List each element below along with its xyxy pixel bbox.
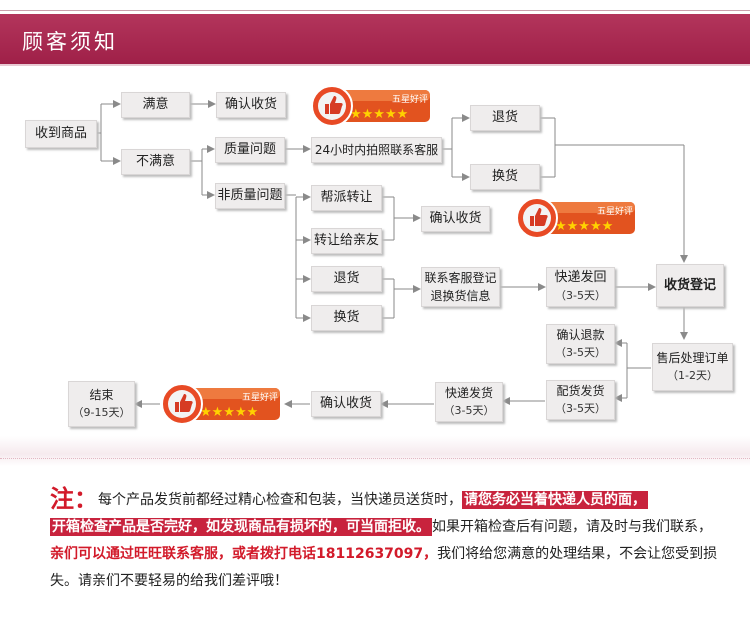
node-end-days: （9-15天）: [72, 406, 131, 419]
five-star-badge-2: 五星好评 ★★★★★: [516, 197, 635, 239]
thumbs-up-icon: [325, 96, 343, 114]
page-title: 顾客须知: [22, 30, 118, 54]
node-confirm-refund-label: 确认退款: [556, 328, 605, 342]
node-quality-issue: 质量问题: [215, 137, 285, 163]
node-after-sale-label: 售后处理订单: [656, 351, 729, 365]
node-express-send: 快递发货 （3-5天）: [435, 382, 503, 422]
header-bottom-line: [0, 64, 750, 66]
header-top-line: [0, 10, 750, 11]
five-star-label-2: 五星好评: [597, 205, 633, 217]
node-confirm-receipt-3: 确认收货: [311, 391, 381, 417]
node-ship-goods-days: （3-5天）: [555, 402, 606, 415]
five-star-badge-3: 五星好评 ★★★★★: [161, 383, 280, 425]
dotted-divider: [0, 458, 750, 461]
node-refund: 退货: [470, 105, 540, 131]
node-quality-issue-label: 质量问题: [223, 142, 276, 157]
header-bar: [0, 14, 750, 64]
node-confirm-receipt-2-label: 确认收货: [429, 211, 482, 226]
node-exchange-2-label: 换货: [333, 310, 360, 325]
five-star-label-3: 五星好评: [242, 391, 278, 403]
node-unsatisfied-label: 不满意: [135, 154, 175, 169]
node-confirm-refund-days: （3-5天）: [555, 346, 606, 359]
node-express-send-label: 快递发货: [444, 386, 493, 400]
five-star-badge-1: 五星好评 ★★★★★: [311, 85, 430, 127]
node-express-return-days: （3-5天）: [555, 289, 606, 302]
node-exchange: 换货: [470, 164, 540, 190]
node-after-sale-days: （1-2天）: [667, 369, 718, 382]
node-received: 收到商品: [25, 120, 97, 148]
notice-text: 注：每个产品发货前都经过精心检查和包装，当快递员送货时，请您务必当着快递人员的面…: [50, 486, 722, 595]
node-express-return: 快递发回 （3-5天）: [546, 267, 615, 307]
thumbs-up-icon: [175, 394, 193, 412]
node-non-quality-issue: 非质量问题: [215, 183, 285, 209]
notice-highlight-1: 请您务必当着快递人员的面，: [462, 491, 648, 509]
node-confirm-receipt-2: 确认收货: [421, 206, 490, 232]
node-dispatch: 帮派转让: [311, 185, 382, 211]
node-satisfied-label: 满意: [142, 97, 169, 112]
node-transfer-label: 转让给亲友: [313, 233, 379, 248]
node-photo-contact-label: 24小时内拍照联系客服: [314, 143, 439, 157]
flow-connectors: [97, 100, 688, 408]
star-icon: ★★★★★: [555, 219, 613, 234]
node-confirm-receipt-3-label: 确认收货: [319, 396, 372, 411]
node-transfer: 转让给亲友: [311, 228, 382, 254]
node-end-label: 结束: [89, 388, 114, 402]
node-confirm-refund: 确认退款 （3-5天）: [546, 324, 615, 364]
node-confirm-receipt-1: 确认收货: [216, 92, 286, 118]
thumbs-up-icon: [530, 208, 548, 226]
node-end: 结束 （9-15天）: [68, 381, 135, 427]
node-dispatch-label: 帮派转让: [320, 190, 373, 205]
star-icon: ★★★★★: [350, 107, 408, 122]
node-photo-contact: 24小时内拍照联系客服: [311, 137, 442, 163]
node-express-return-label: 快递发回: [554, 270, 607, 285]
node-register-line1: 联系客服登记: [424, 271, 497, 285]
node-received-label: 收到商品: [34, 126, 87, 141]
node-register-return: 联系客服登记退换货信息: [421, 267, 500, 307]
node-register-line2: 退换货信息: [430, 289, 491, 303]
notice-highlight-2: 开箱检查产品是否完好，如发现商品有损坏的，可当面拒收。: [50, 518, 432, 536]
node-refund-2: 退货: [311, 266, 382, 292]
section-divider: [0, 436, 750, 466]
notice-text-1: 每个产品发货前都经过精心检查和包装，当快递员送货时，: [98, 492, 462, 508]
node-non-quality-issue-label: 非质量问题: [217, 188, 283, 203]
star-icon: ★★★★★: [200, 405, 258, 420]
node-satisfied: 满意: [121, 92, 190, 118]
notice-contact: 亲们可以通过旺旺联系客服，或者拨打电话18112637097，: [50, 546, 438, 562]
notice-prefix: 注：: [50, 485, 98, 513]
node-confirm-receipt-1-label: 确认收货: [224, 97, 277, 112]
five-star-label-1: 五星好评: [392, 93, 428, 105]
notice-text-3: 我们将给您满意的处理结果，不会让您受到损失。请亲们不要轻易的给我们差评哦！: [50, 546, 718, 589]
node-refund-label: 退货: [491, 110, 518, 125]
node-ship-goods: 配货发货 （3-5天）: [546, 380, 615, 420]
node-unsatisfied: 不满意: [121, 149, 190, 175]
node-refund-2-label: 退货: [333, 271, 360, 286]
node-express-send-days: （3-5天）: [443, 404, 495, 417]
notice-text-2: 如果开箱检查后有问题，请及时与我们联系，: [432, 519, 712, 535]
node-exchange-label: 换货: [491, 169, 518, 184]
node-receive-register: 收货登记: [656, 264, 724, 307]
node-after-sale: 售后处理订单 （1-2天）: [652, 343, 733, 391]
node-receive-register-label: 收货登记: [663, 277, 716, 293]
node-ship-goods-label: 配货发货: [556, 384, 605, 398]
node-exchange-2: 换货: [311, 305, 382, 331]
